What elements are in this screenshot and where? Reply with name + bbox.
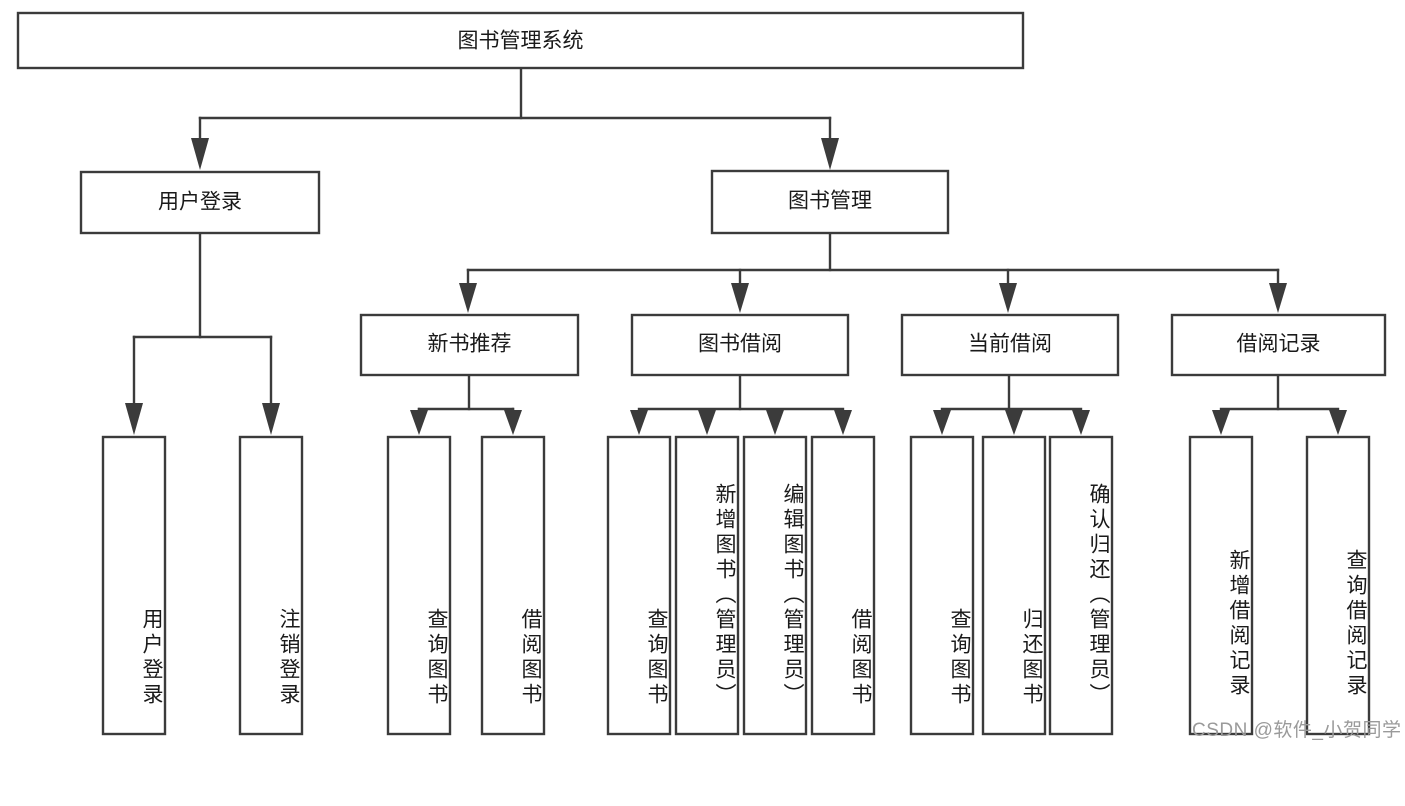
node-user-login[interactable]: 用户登录 [79,170,321,235]
connector-group-borrow-record [1212,373,1347,435]
tree-diagram-svg: 图书管理系统 用户登录 图书管理 新书推荐 图书借阅 当前借阅 借阅记录 [16,11,1387,736]
arrow-head-borrow-record [1269,283,1287,313]
node-leaf-return-book-box[interactable] [981,435,1047,736]
node-borrow-record[interactable]: 借阅记录 [1170,313,1387,377]
arrow-head-leaf-add-record [1212,410,1230,435]
connector-group-new-book-recommend [410,373,522,435]
node-current-borrow-label: 当前借阅 [968,333,1052,356]
connector-group-book-manage [459,231,1287,313]
node-leaf-add-record-box[interactable] [1188,435,1254,736]
arrow-head-book-borrow [731,283,749,313]
node-leaf-query-book-2-box[interactable] [606,435,672,736]
arrow-head-leaf-confirm-return [1072,410,1090,435]
node-leaf-edit-book-box[interactable] [742,435,808,736]
node-book-manage-label: 图书管理 [788,190,872,213]
node-leaf-user-login[interactable] [101,435,167,736]
node-new-book-recommend-label: 新书推荐 [428,333,512,356]
node-leaf-confirm-return[interactable] [1048,435,1114,736]
node-current-borrow-box[interactable] [900,313,1120,377]
node-book-borrow-box[interactable] [630,313,850,377]
arrow-head-leaf-logout [262,403,280,435]
node-book-borrow-label: 图书借阅 [698,333,782,356]
node-user-login-label: 用户登录 [158,191,242,214]
node-leaf-query-book-1[interactable] [386,435,452,736]
node-borrow-record-box[interactable] [1170,313,1387,377]
node-user-login-box[interactable] [79,170,321,235]
node-leaf-query-book-3-box[interactable] [909,435,975,736]
arrow-head-leaf-borrow-book-2 [834,410,852,435]
node-leaf-add-record[interactable] [1188,435,1254,736]
node-leaf-query-record[interactable] [1305,435,1371,736]
arrow-head-new-book-recommend [459,283,477,313]
node-leaf-borrow-book-1[interactable] [480,435,546,736]
node-leaf-return-book[interactable] [981,435,1047,736]
node-new-book-recommend-box[interactable] [359,313,580,377]
node-book-manage-box[interactable] [710,169,950,235]
node-root[interactable]: 图书管理系统 [16,11,1025,70]
arrow-head-leaf-query-book-1 [410,410,428,435]
connector-group-current-borrow [933,373,1090,435]
node-leaf-logout[interactable] [238,435,304,736]
node-leaf-user-login-box[interactable] [101,435,167,736]
arrow-head-leaf-query-book-2 [630,410,648,435]
node-leaf-add-book[interactable] [674,435,740,736]
arrow-head-user-login [191,138,209,170]
node-leaf-edit-book[interactable] [742,435,808,736]
node-leaf-borrow-book-2[interactable] [810,435,876,736]
node-current-borrow[interactable]: 当前借阅 [900,313,1120,377]
arrow-head-leaf-edit-book [766,410,784,435]
node-book-borrow[interactable]: 图书借阅 [630,313,850,377]
node-leaf-logout-box[interactable] [238,435,304,736]
connector-group-root [191,66,839,170]
node-borrow-record-label: 借阅记录 [1237,333,1321,356]
node-root-label: 图书管理系统 [458,30,584,53]
node-book-manage[interactable]: 图书管理 [710,169,950,235]
arrow-head-current-borrow [999,283,1017,313]
node-leaf-confirm-return-box[interactable] [1048,435,1114,736]
connector-group-book-borrow [630,373,852,435]
arrow-head-leaf-query-record [1329,410,1347,435]
arrow-head-leaf-add-book [698,410,716,435]
node-leaf-query-book-2[interactable] [606,435,672,736]
node-new-book-recommend[interactable]: 新书推荐 [359,313,580,377]
arrow-head-leaf-user-login [125,403,143,435]
arrow-head-leaf-return-book [1005,410,1023,435]
arrow-head-leaf-borrow-book-1 [504,410,522,435]
node-leaf-query-book-1-box[interactable] [386,435,452,736]
arrow-head-leaf-query-book-3 [933,410,951,435]
csdn-watermark: CSDN @软件_小贺同学 [1192,720,1402,741]
node-root-box[interactable] [16,11,1025,70]
node-leaf-add-book-box[interactable] [674,435,740,736]
diagram-canvas: 图书管理系统 用户登录 图书管理 新书推荐 图书借阅 当前借阅 借阅记录 [16,11,1402,741]
node-leaf-query-book-3[interactable] [909,435,975,736]
arrow-head-book-manage [821,138,839,170]
node-leaf-borrow-book-2-box[interactable] [810,435,876,736]
node-leaf-query-record-box[interactable] [1305,435,1371,736]
node-leaf-borrow-book-1-box[interactable] [480,435,546,736]
connector-group-user-login [125,231,280,435]
